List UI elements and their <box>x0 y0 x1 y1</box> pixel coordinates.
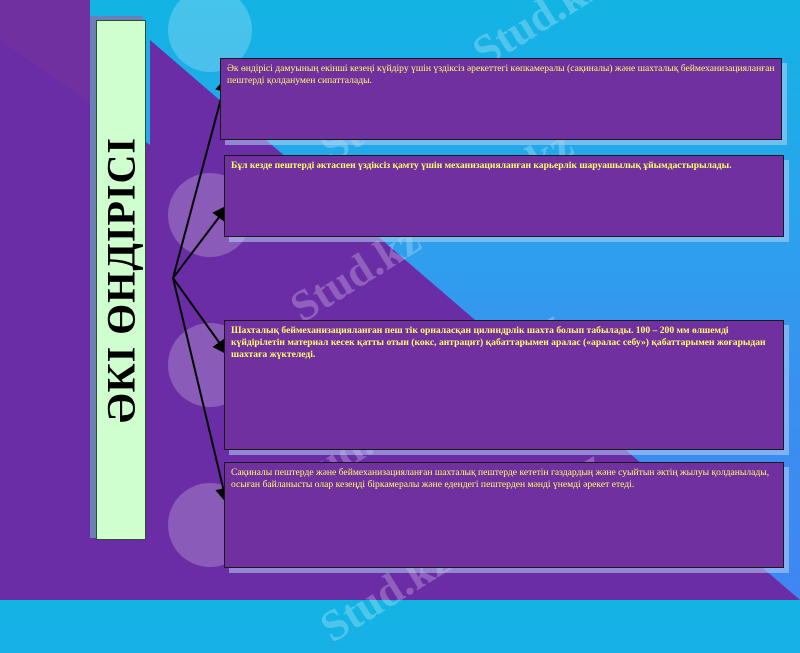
title-bar: ӘКІ ӨНДІРІСІ <box>96 20 146 540</box>
arrow-to-box-3 <box>172 277 229 356</box>
text-box-3-content: Шахталық беймеханизацияланған пеш тік ор… <box>231 325 766 360</box>
text-box-4: Сақиналы пештерде және беймеханизациялан… <box>224 462 784 568</box>
text-box-3: Шахталық беймеханизацияланған пеш тік ор… <box>224 320 784 450</box>
text-box-4-content: Сақиналы пештерде және беймеханизациялан… <box>231 467 770 490</box>
text-box-2: Бұл кезде пештерді әктаспен үздіксіз қам… <box>224 155 784 237</box>
text-box-1-content: Әк өндірісі дамуының екінші кезеңі күйді… <box>227 63 775 86</box>
slide: Stud.kz - Stud.kz Stud.kz - Stud.kz Stud… <box>0 0 800 600</box>
arrow-to-box-2 <box>172 204 229 279</box>
arrow-to-box-4 <box>172 277 231 504</box>
connector-arrows <box>172 76 231 504</box>
text-box-2-content: Бұл кезде пештерді әктаспен үздіксіз қам… <box>231 160 732 171</box>
arrow-to-box-1 <box>172 76 231 279</box>
text-box-1: Әк өндірісі дамуының екінші кезеңі күйді… <box>220 58 782 140</box>
